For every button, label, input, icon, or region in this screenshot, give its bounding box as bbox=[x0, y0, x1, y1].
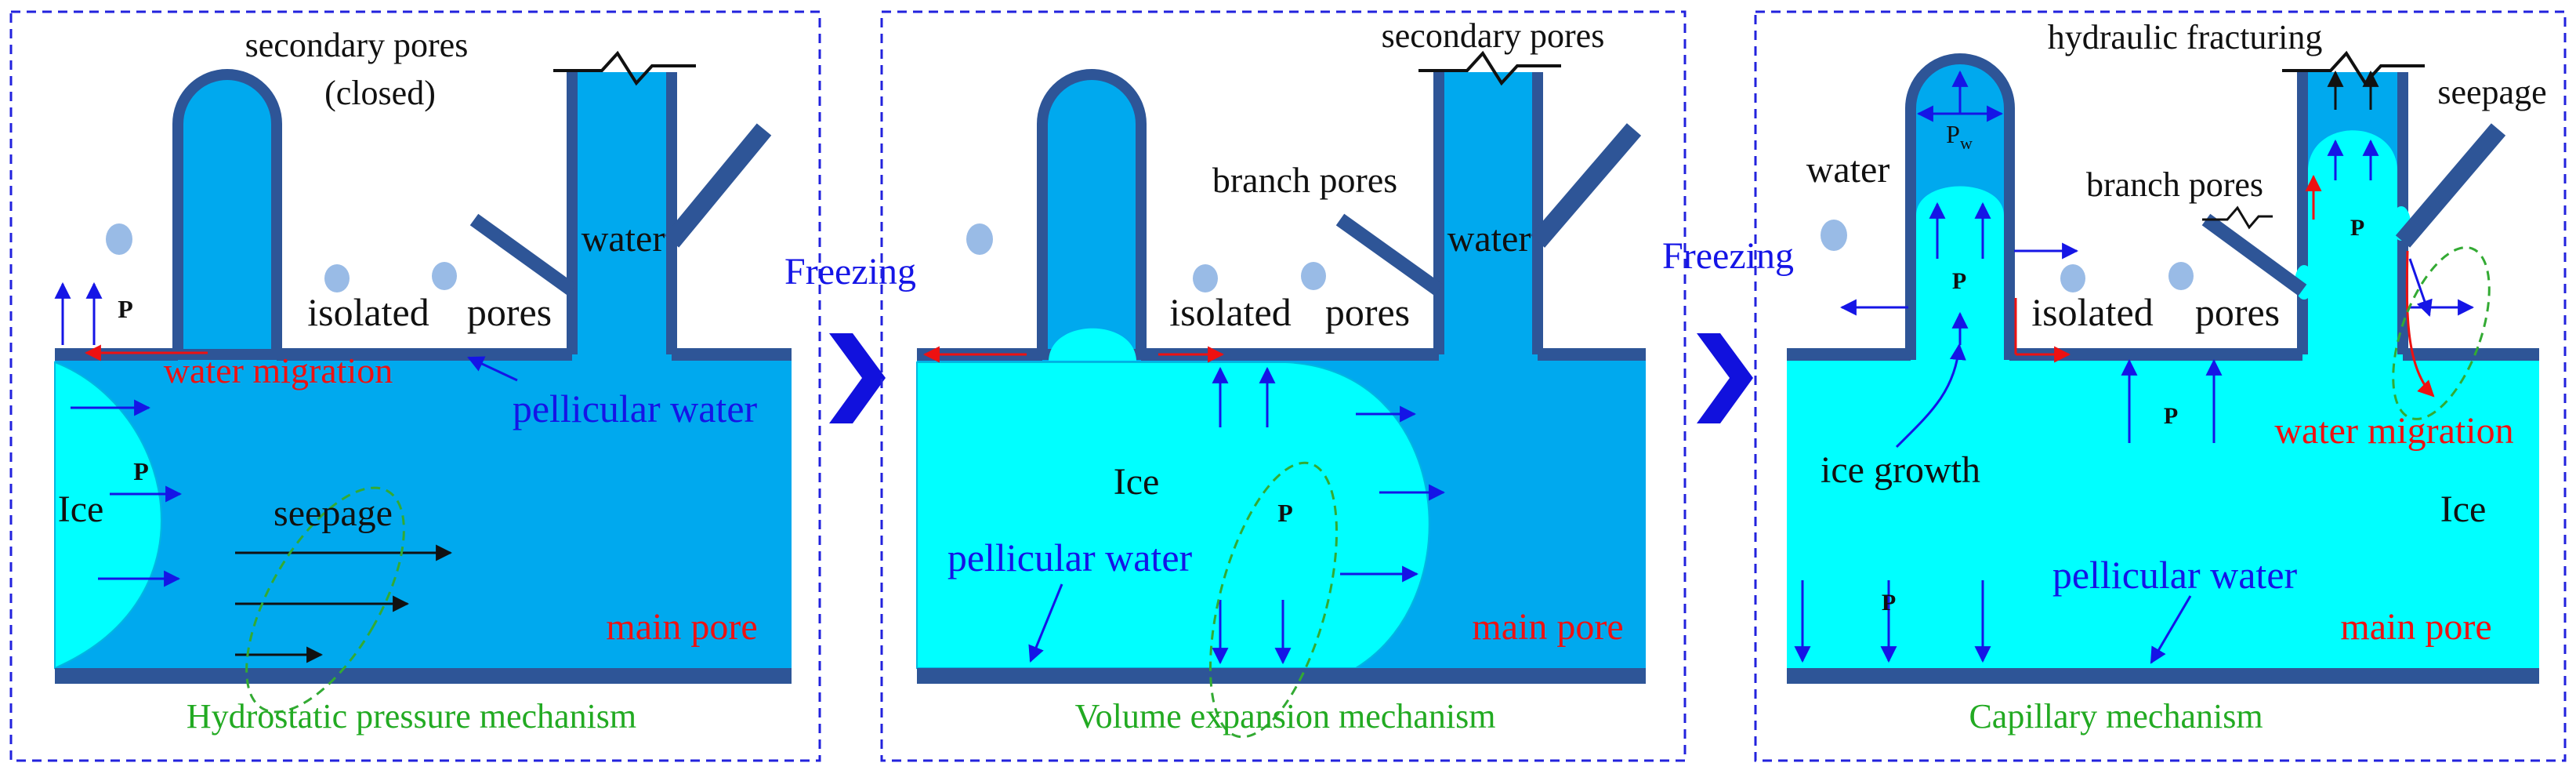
label-ice: Ice bbox=[58, 489, 104, 530]
label-seepage: seepage bbox=[274, 492, 393, 534]
panel-hydrostatic: secondary pores (closed) water isolated … bbox=[9, 10, 821, 762]
break-symbol bbox=[2282, 50, 2425, 86]
label-isolated: isolated bbox=[307, 290, 429, 334]
label-isolated: isolated bbox=[2031, 290, 2154, 334]
open-secondary-pore bbox=[567, 72, 677, 354]
label-pellicular-water: pellicular water bbox=[2052, 553, 2298, 597]
panel-frame bbox=[9, 10, 821, 762]
label-main-pore: main pore bbox=[606, 606, 757, 648]
main-pore-water bbox=[55, 354, 792, 670]
chevron-right-icon bbox=[829, 333, 886, 423]
label-p: P bbox=[133, 457, 149, 485]
label-water: water bbox=[582, 218, 665, 260]
label-water-migration: water migration bbox=[164, 351, 393, 390]
bottom-wall bbox=[917, 668, 1646, 684]
panel-caption: Hydrostatic pressure mechanism bbox=[187, 697, 636, 736]
break-symbol bbox=[2202, 205, 2273, 230]
label-pores: pores bbox=[1325, 290, 1410, 334]
panel-caption: Volume expansion mechanism bbox=[1075, 697, 1496, 736]
freezing-label: Freezing bbox=[784, 251, 916, 292]
label-water-migration: water migration bbox=[2274, 410, 2513, 452]
label-pores: pores bbox=[467, 290, 552, 334]
chevron-right-icon bbox=[1697, 333, 1753, 423]
break-symbol bbox=[553, 50, 696, 86]
bottom-wall bbox=[55, 668, 792, 684]
panel-caption: Capillary mechanism bbox=[1969, 697, 2263, 736]
label-water: water bbox=[1806, 149, 1890, 191]
label-branch-pores: branch pores bbox=[2086, 165, 2263, 204]
isolated-pore-bubble bbox=[1301, 262, 1326, 290]
label-pores: pores bbox=[2195, 290, 2280, 334]
label-p: P bbox=[1277, 499, 1293, 527]
label-secondary-pores: secondary pores bbox=[1382, 16, 1605, 55]
label-p: P bbox=[1952, 268, 1966, 294]
label-ice: Ice bbox=[1114, 461, 1160, 503]
seepage-ellipse bbox=[245, 486, 405, 714]
label-p: P bbox=[1882, 590, 1896, 616]
label-seepage: seepage bbox=[2437, 73, 2546, 111]
isolated-pore-bubble bbox=[324, 264, 350, 292]
freezing-label: Freezing bbox=[1662, 235, 1794, 277]
label-p: P bbox=[118, 295, 133, 323]
isolated-pore-bubble bbox=[432, 262, 457, 290]
panel-volume-expansion: secondary pores branch pores water isola… bbox=[880, 10, 1687, 762]
branch-pore bbox=[664, 123, 772, 248]
branch-pore bbox=[2395, 123, 2506, 248]
label-pw: Pw bbox=[1946, 120, 1973, 153]
label-ice-growth: ice growth bbox=[1821, 449, 1980, 491]
isolated-pore-bubble bbox=[106, 223, 132, 255]
isolated-pore-bubble bbox=[2060, 264, 2085, 292]
panel-frame bbox=[880, 10, 1687, 762]
open-secondary-pore bbox=[1433, 72, 1543, 354]
label-hydraulic-fracturing: hydraulic fracturing bbox=[2048, 18, 2323, 56]
panel-capillary: hydraulic fracturing seepage Pw water br… bbox=[1754, 10, 2567, 762]
isolated-pore-bubble bbox=[2168, 262, 2194, 290]
label-main-pore: main pore bbox=[2340, 606, 2491, 648]
label-main-pore: main pore bbox=[1472, 606, 1623, 648]
label-p: P bbox=[2350, 215, 2364, 241]
closed-secondary-pore bbox=[172, 69, 282, 360]
isolated-pore-bubble bbox=[966, 223, 993, 255]
label-p: P bbox=[2164, 403, 2178, 429]
ice-dome bbox=[1049, 328, 1136, 361]
label-water: water bbox=[1447, 218, 1531, 260]
isolated-pore-bubble bbox=[1821, 220, 1847, 251]
seepage-ellipse bbox=[2392, 246, 2491, 420]
break-symbol bbox=[1418, 50, 1561, 86]
label-secondary-pores: secondary pores bbox=[245, 26, 469, 64]
label-branch-pores: branch pores bbox=[1212, 160, 1397, 200]
panel-frame bbox=[1754, 10, 2567, 762]
ice-region bbox=[54, 361, 162, 670]
ice-region bbox=[916, 361, 1430, 669]
branch-pore bbox=[1530, 123, 1642, 248]
isolated-pore-bubble bbox=[1193, 264, 1218, 292]
ice-growth-column bbox=[2308, 130, 2397, 361]
label-closed: (closed) bbox=[324, 74, 436, 112]
label-pellicular-water: pellicular water bbox=[513, 387, 758, 430]
closed-secondary-pore bbox=[1037, 69, 1147, 360]
label-pellicular-water: pellicular water bbox=[947, 536, 1193, 579]
label-isolated: isolated bbox=[1169, 290, 1292, 334]
main-pore-ice bbox=[1787, 354, 2539, 670]
label-ice: Ice bbox=[2440, 489, 2487, 530]
bottom-wall bbox=[1787, 668, 2539, 684]
